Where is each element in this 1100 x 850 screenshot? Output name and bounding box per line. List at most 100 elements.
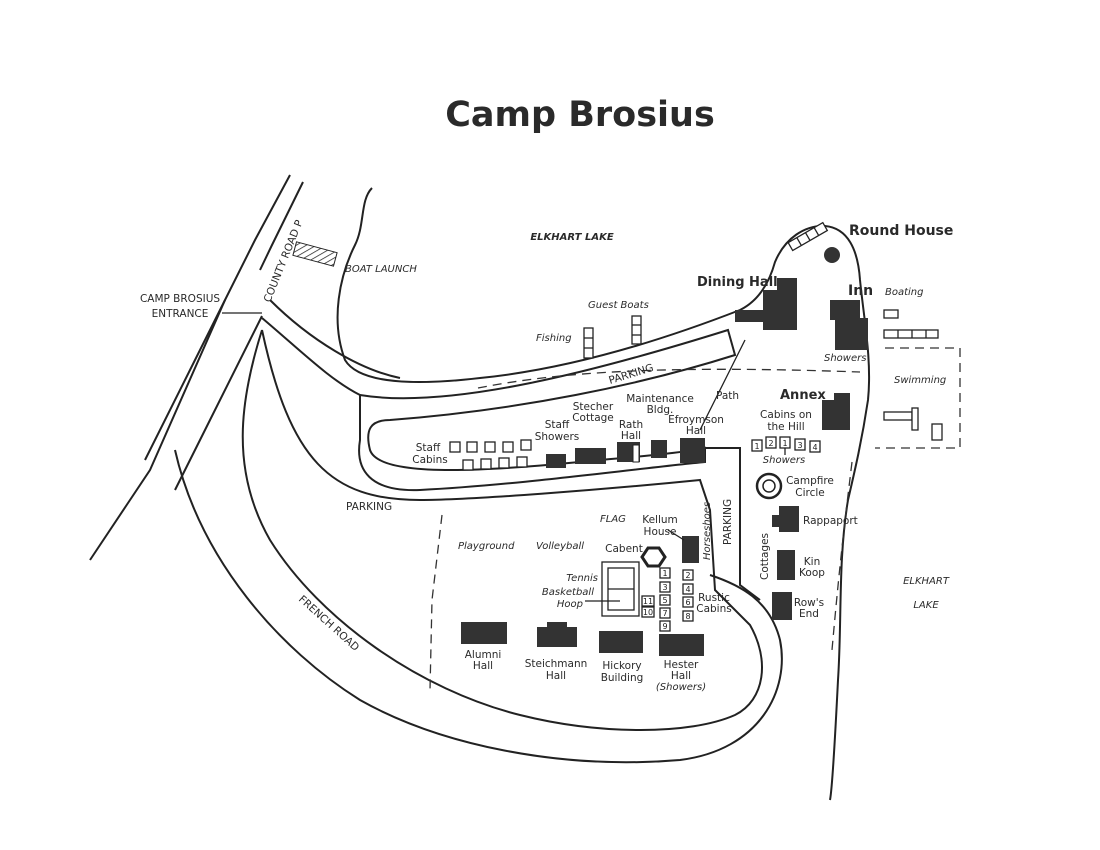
efroymson-hall-building (680, 438, 705, 463)
svg-text:4: 4 (685, 585, 690, 594)
cottages-boundary (831, 461, 853, 651)
hill-cabins (751, 436, 821, 455)
staff-cabins (449, 439, 532, 471)
maintenance-building (651, 440, 667, 458)
dining-hall-building (735, 278, 797, 330)
basketball-label: Basketball (542, 587, 594, 598)
svg-text:House: House (644, 526, 677, 538)
svg-text:7: 7 (662, 609, 667, 618)
inn-label: Inn (848, 283, 873, 299)
tennis-label: Tennis (566, 573, 598, 584)
svg-text:Hall: Hall (686, 425, 706, 437)
steichmann-hall-building (537, 622, 577, 647)
kellum-house-label: Kellum (642, 514, 678, 526)
svg-text:Building: Building (601, 672, 644, 684)
path-line (699, 339, 746, 431)
map-title: Camp Brosius (445, 95, 715, 135)
french-road (174, 449, 783, 764)
entrance-label: CAMP BROSIUS (140, 293, 220, 305)
rustic-cabins-label: Rustic (698, 592, 730, 604)
hester-hall-label: Hester (664, 659, 699, 671)
rappaport-building (772, 506, 799, 532)
rustic-cabins: 1 2 3 4 5 6 7 8 9 10 11 (641, 567, 694, 632)
french-road-label: FRENCH ROAD (296, 593, 361, 653)
inn-building (830, 300, 868, 350)
guest-boats-label: Guest Boats (588, 300, 649, 311)
staff-cabins-label: Staff (416, 442, 441, 454)
cabins-hill-label: Cabins on (760, 409, 812, 421)
cabent-hexagon (640, 546, 667, 568)
svg-text:End: End (799, 608, 819, 620)
annex-building (822, 393, 850, 430)
cabent-label: Cabent (605, 543, 643, 555)
hickory-building (599, 631, 643, 653)
svg-text:Koop: Koop (799, 567, 825, 579)
horseshoes-label: Horseshoes (702, 502, 713, 560)
svg-text:Cabins: Cabins (412, 454, 447, 466)
hickory-building-label: Hickory (602, 660, 641, 672)
svg-text:Showers: Showers (535, 431, 580, 443)
svg-text:ENTRANCE: ENTRANCE (152, 308, 209, 320)
svg-text:4: 4 (812, 443, 817, 452)
walking-path (477, 368, 861, 389)
svg-text:Cottage: Cottage (572, 412, 614, 424)
lake-east-label-1: ELKHART (903, 576, 950, 587)
svg-text:1: 1 (662, 569, 667, 578)
parking-strip-top (358, 328, 737, 492)
svg-text:11: 11 (643, 597, 653, 606)
swimming-label: Swimming (894, 375, 946, 386)
svg-text:10: 10 (643, 608, 653, 617)
rows-end-label: Row's (794, 597, 824, 609)
boating-label: Boating (885, 287, 924, 298)
kin-koop-building (777, 550, 795, 580)
maintenance-label: Maintenance (626, 393, 694, 405)
entrance-road (269, 299, 401, 379)
svg-text:2: 2 (768, 439, 773, 448)
cottages-label: Cottages (759, 533, 771, 580)
boating-piers (883, 309, 939, 339)
kellum-house-building (682, 536, 699, 563)
round-house-building (824, 247, 840, 263)
svg-text:Hoop: Hoop (557, 599, 583, 610)
steichmann-hall-label: Steichmann (525, 658, 588, 670)
stecher-cottage-label: Stecher (573, 401, 614, 413)
inn-showers-label: Showers (824, 353, 866, 364)
parking-left-label: PARKING (346, 501, 392, 513)
rappaport-label: Rappaport (803, 515, 858, 527)
boat-launch-ramp (292, 241, 338, 267)
boat-launch-label: BOAT LAUNCH (345, 264, 417, 275)
county-road-label: COUNTY ROAD P (262, 218, 306, 304)
svg-text:1: 1 (754, 442, 759, 451)
svg-text:1: 1 (782, 439, 787, 448)
swimming-pier (883, 407, 943, 441)
camp-boundary-left (429, 514, 443, 691)
efroymson-label: Efroymson (668, 414, 724, 426)
path-label: Path (716, 390, 739, 402)
fishing-pier (583, 327, 594, 359)
campfire-label: Campfire (786, 475, 834, 487)
svg-text:2: 2 (685, 571, 690, 580)
svg-text:Hall: Hall (546, 670, 566, 682)
parking-mid-label: PARKING (722, 499, 734, 545)
round-house-pier (787, 221, 829, 252)
svg-text:Hall: Hall (621, 430, 641, 442)
fishing-label: Fishing (536, 333, 572, 344)
hill-showers-label: Showers (763, 455, 805, 466)
rows-end-building (772, 592, 792, 620)
svg-text:Hall: Hall (671, 670, 691, 682)
svg-text:(Showers): (Showers) (656, 682, 706, 693)
dining-hall-label: Dining Hall (697, 275, 778, 290)
annex-label: Annex (780, 388, 826, 403)
campfire-circle (755, 472, 783, 500)
svg-text:9: 9 (662, 622, 667, 631)
flag-label: FLAG (600, 514, 626, 525)
svg-text:3: 3 (662, 583, 667, 592)
svg-text:Hall: Hall (473, 660, 493, 672)
alumni-hall-label: Alumni (465, 649, 502, 661)
hill-cabin-numbers: 1 2 1 3 4 (754, 439, 817, 452)
guest-boats-pier (631, 315, 642, 345)
lake-north-label: ELKHART LAKE (530, 232, 613, 243)
staff-showers-label: Staff (545, 419, 570, 431)
tennis-court (585, 561, 640, 617)
